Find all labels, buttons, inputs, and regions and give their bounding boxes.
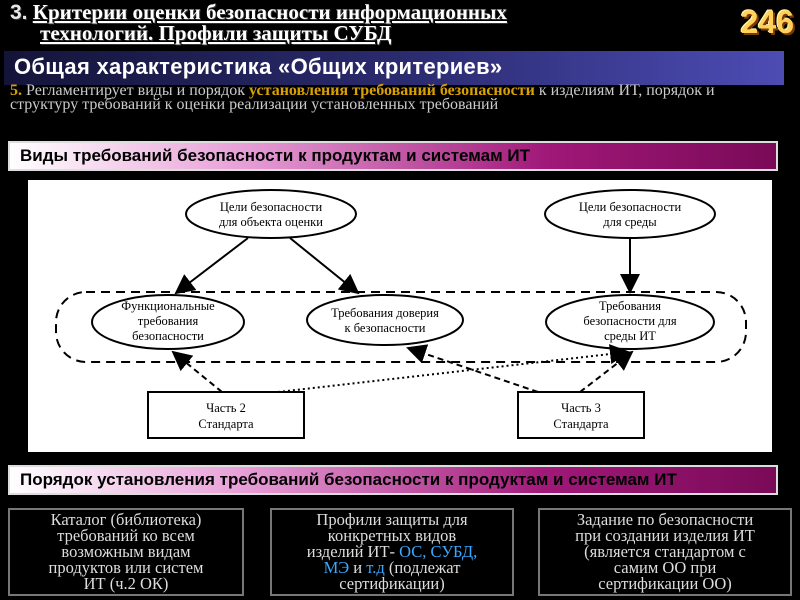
point-highlight: установления требований безопасности: [249, 82, 535, 99]
profiles-line-3: изделий ИТ- ОС, СУБД,: [276, 542, 508, 561]
section-number: 3.: [10, 1, 28, 24]
assurance-ellipse: [306, 294, 464, 346]
env-req-ellipse: [545, 294, 715, 350]
subtitle-band: [4, 51, 784, 85]
title-line-2: технологий. Профили защиты СУБД: [40, 21, 392, 45]
profiles-line-4: МЭ и т.д (подлежат: [276, 558, 508, 577]
catalog-line-1: Каталог (библиотека): [50, 510, 202, 529]
functional-line-2: требования: [138, 314, 199, 328]
security-target-box: Задание по безопасности при создании изд…: [538, 508, 792, 596]
point-5: 5. Регламентирует виды и порядок установ…: [10, 82, 786, 113]
part2-line-2: Стандарта: [198, 417, 254, 431]
profiles-line-4d: (подлежат: [388, 558, 461, 577]
env-req-line-2: безопасности для: [583, 314, 676, 328]
functional-ellipse: [91, 294, 245, 350]
functional-line-3: безопасности: [132, 329, 204, 343]
part3-line-2: Стандарта: [553, 417, 609, 431]
task-line-2: при создании изделия ИТ: [575, 526, 755, 545]
goal-object-line-1: Цели безопасности: [220, 200, 323, 214]
profiles-line-2: конкретных видов: [327, 526, 457, 545]
task-line-5: сертификации ОО): [598, 574, 732, 593]
env-req-line-3: среды ИТ: [604, 329, 656, 343]
section-band-types: Виды требований безопасности к продуктам…: [8, 141, 778, 171]
point-number: 5.: [10, 82, 22, 99]
slide-number: 246: [740, 4, 794, 40]
task-line-3: (является стандартом с: [584, 542, 746, 561]
profiles-line-4a: МЭ: [323, 558, 350, 577]
arrow-to-assurance: [289, 237, 360, 295]
env-req-line-1: Требования: [599, 299, 661, 313]
dash-part3-assurance: [406, 344, 539, 393]
requirements-diagram: Цели безопасности для объекта оценки Цел…: [28, 180, 772, 452]
goal-object-ellipse: [185, 189, 357, 239]
dot-part2-env: [277, 344, 630, 393]
task-line-1: Задание по безопасности: [576, 510, 754, 529]
title-line-1: Критерии оценки безопасности информацион…: [32, 0, 507, 24]
point-text-a: Регламентирует виды и порядок: [26, 82, 246, 99]
assurance-line-2: к безопасности: [345, 321, 426, 335]
profiles-line-1: Профили защиты для: [316, 510, 468, 529]
dash-part3-env: [579, 350, 634, 393]
section-band-order: Порядок установления требований безопасн…: [8, 465, 778, 495]
profiles-line-3a: изделий ИТ-: [306, 542, 396, 561]
arrow-to-functional: [174, 237, 249, 295]
dash-part2-functional: [171, 350, 223, 393]
part2-box: [147, 391, 305, 439]
dashed-group-outline: [55, 291, 747, 363]
goal-env-line-1: Цели безопасности: [579, 200, 682, 214]
task-line-4: самим ОО при: [613, 558, 717, 577]
catalog-line-2: требований ко всем: [57, 526, 195, 545]
goal-env-line-2: для среды: [603, 215, 657, 229]
catalog-box: Каталог (библиотека) требований ко всем …: [8, 508, 244, 596]
catalog-line-5: ИТ (ч.2 ОК): [83, 574, 169, 593]
goal-object-line-2: для объекта оценки: [219, 215, 323, 229]
section-band-types-label: Виды требований безопасности к продуктам…: [20, 146, 530, 165]
point-text-b: к изделиям ИТ, порядок и структуру требо…: [10, 82, 715, 113]
profiles-line-5: сертификации): [339, 574, 445, 593]
section-band-order-label: Порядок установления требований безопасн…: [20, 470, 677, 489]
part3-box: [517, 391, 645, 439]
assurance-line-1: Требования доверия: [331, 306, 439, 320]
functional-line-1: Функциональные: [121, 299, 215, 313]
catalog-line-3: возможным видам: [61, 542, 191, 561]
profiles-line-4c: т.д: [366, 558, 385, 577]
profiles-line-3b: ОС, СУБД,: [399, 542, 478, 561]
subtitle: Общая характеристика «Общих критериев»: [14, 54, 503, 79]
part3-line-1: Часть 3: [561, 401, 601, 415]
page-title: 3. Критерии оценки безопасности информац…: [10, 0, 710, 45]
part2-line-1: Часть 2: [206, 401, 246, 415]
profiles-line-4b: и: [353, 558, 363, 577]
goal-env-ellipse: [544, 189, 716, 239]
catalog-line-4: продуктов или систем: [48, 558, 204, 577]
profiles-box: Профили защиты для конкретных видов изде…: [270, 508, 514, 596]
